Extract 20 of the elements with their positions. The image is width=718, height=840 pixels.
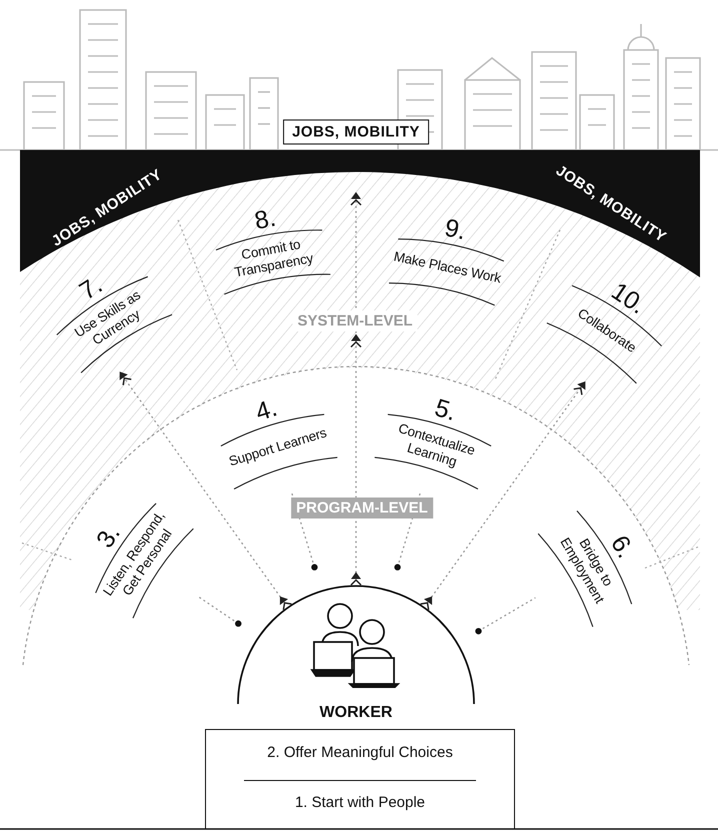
level-label: PROGRAM-LEVEL: [291, 498, 433, 518]
step-number: 8.: [252, 202, 280, 238]
dotted-connector: [196, 595, 242, 627]
step-title: Commit to Transparency: [232, 236, 316, 282]
step-number: 6.: [604, 530, 641, 565]
step-number: 7.: [74, 270, 108, 306]
arrow: [120, 372, 292, 610]
principle-text: 2. Offer Meaningful Choices: [266, 744, 454, 761]
step-number: 5.: [431, 392, 460, 427]
principle-text: 1. Start with People: [294, 794, 426, 811]
step-number: 3.: [90, 518, 126, 555]
heading-tag: JOBS, MOBILITY: [283, 120, 429, 144]
dotted-connector: [475, 597, 536, 634]
step-number: 9.: [440, 212, 470, 248]
arrow: [350, 192, 362, 586]
level-label: SYSTEM-LEVEL: [292, 310, 418, 332]
principles-box: [205, 729, 515, 829]
arrow: [420, 381, 586, 610]
step-title: Make Places Work: [391, 247, 503, 288]
worker-heading: WORKER: [318, 704, 394, 722]
